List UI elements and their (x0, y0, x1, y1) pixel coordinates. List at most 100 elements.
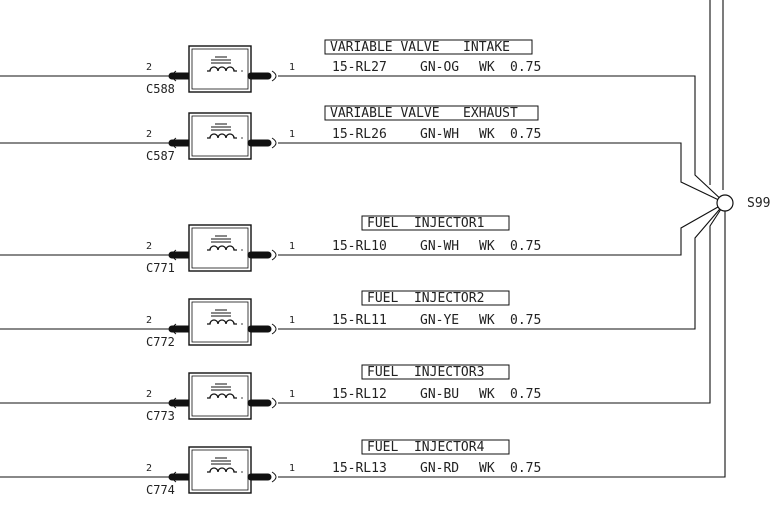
component-title: VARIABLE VALVE INTAKE (330, 40, 510, 55)
output-wire-15-rl12[interactable] (278, 202, 726, 404)
pin-left-label: 2 (146, 129, 152, 140)
coil-icon (207, 467, 237, 473)
splice-node[interactable] (716, 194, 734, 212)
wire-code: WK (479, 60, 495, 75)
component-box[interactable] (188, 45, 252, 93)
output-wire-15-rl26[interactable] (278, 142, 726, 204)
component-title-box (361, 215, 510, 231)
wire-color: GN-WH (420, 239, 459, 254)
component-title-box (361, 290, 510, 306)
wire-code: WK (479, 239, 495, 254)
wire-code: WK (479, 387, 495, 402)
pin-left-label: 2 (146, 315, 152, 326)
plunger-icon (211, 383, 231, 391)
component-box[interactable] (188, 372, 252, 420)
terminal-left-cap (172, 471, 177, 483)
circuit-number: 15-RL27 (332, 60, 387, 75)
component-title-box (361, 439, 510, 455)
pin-right-label: 1 (289, 315, 295, 326)
coil-icon (207, 393, 237, 399)
terminal-right-cap (271, 323, 277, 335)
connector-label: C773 (146, 409, 175, 423)
wire-size: 0.75 (510, 313, 541, 328)
connector-label: C771 (146, 261, 175, 275)
plunger-icon (211, 235, 231, 243)
connector-label: C772 (146, 335, 175, 349)
component-box[interactable] (188, 112, 252, 160)
component-title: VARIABLE VALVE EXHAUST (330, 106, 518, 121)
terminal-right-cap (271, 249, 277, 261)
component-title: FUEL INJECTOR2 (367, 291, 484, 306)
terminal-right-cap (271, 397, 277, 409)
terminal-left-cap (172, 137, 177, 149)
wire-layer (278, 0, 726, 478)
wire-color: GN-OG (420, 60, 459, 75)
circuit-number: 15-RL11 (332, 313, 387, 328)
connector-label: C774 (146, 483, 175, 497)
component-box-inner (191, 115, 249, 157)
circuit-number: 15-RL26 (332, 127, 387, 142)
component-title: FUEL INJECTOR4 (367, 440, 485, 455)
connector-label: C587 (146, 149, 175, 163)
circuit-number: 15-RL13 (332, 461, 387, 476)
connector-label: C588 (146, 82, 175, 96)
component-box[interactable] (188, 224, 252, 272)
wire-size: 0.75 (510, 387, 541, 402)
component-box-inner (191, 449, 249, 491)
wire-color: GN-YE (420, 313, 459, 328)
coil-icon (207, 245, 237, 251)
plunger-icon (211, 457, 231, 465)
wire-color: GN-WH (420, 127, 459, 142)
wire-color: GN-BU (420, 387, 459, 402)
terminal-right-cap (271, 70, 277, 82)
terminal-left-cap (172, 397, 177, 409)
terminal-left-cap (172, 323, 177, 335)
pin-right-label: 1 (289, 62, 295, 73)
circuit-number: 15-RL12 (332, 387, 387, 402)
plunger-icon (211, 309, 231, 317)
wire-size: 0.75 (510, 239, 541, 254)
output-wire-15-rl27[interactable] (278, 75, 726, 204)
pin-left-label: 2 (146, 463, 152, 474)
component-title-box (324, 39, 533, 55)
component-box[interactable] (188, 298, 252, 346)
pin-right-label: 1 (289, 129, 295, 140)
terminal-left-cap (172, 249, 177, 261)
coil-icon (207, 133, 237, 139)
output-wire-15-rl10[interactable] (278, 202, 726, 256)
splice-label: S99 (747, 196, 770, 211)
wire-size: 0.75 (510, 60, 541, 75)
component-title-box (361, 364, 510, 380)
component-box-inner (191, 227, 249, 269)
pin-left-label: 2 (146, 389, 152, 400)
output-wire-15-rl11[interactable] (278, 202, 726, 330)
wire-code: WK (479, 461, 495, 476)
pin-right-label: 1 (289, 389, 295, 400)
wire-size: 0.75 (510, 127, 541, 142)
component-title-box (324, 105, 539, 121)
pin-right-label: 1 (289, 241, 295, 252)
wire-code: WK (479, 127, 495, 142)
component-box-inner (191, 301, 249, 343)
pin-right-label: 1 (289, 463, 295, 474)
pin-left-label: 2 (146, 62, 152, 73)
wire-code: WK (479, 313, 495, 328)
terminal-right-cap (271, 471, 277, 483)
pin-left-label: 2 (146, 241, 152, 252)
plunger-icon (211, 56, 231, 64)
component-box-inner (191, 48, 249, 90)
component-box[interactable] (188, 446, 252, 494)
splice-s99[interactable]: S99 (716, 194, 770, 212)
terminal-right-cap (271, 137, 277, 149)
component-title: FUEL INJECTOR3 (367, 365, 484, 380)
circuit-number: 15-RL10 (332, 239, 387, 254)
